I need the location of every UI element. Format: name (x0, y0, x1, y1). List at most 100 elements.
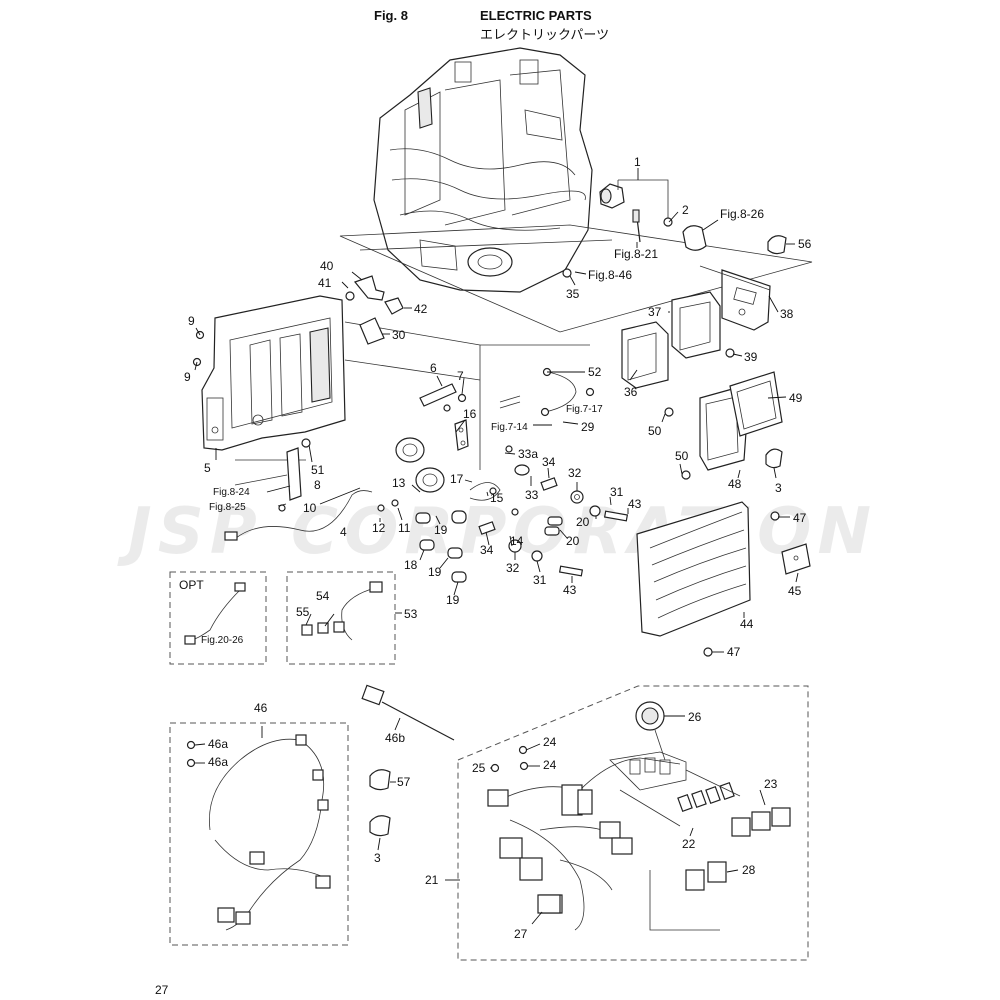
callout-22: 22 (682, 837, 696, 851)
callout-24a: 24 (543, 735, 557, 749)
part-3-clip-lower (369, 815, 391, 837)
callout-43a: 43 (628, 497, 642, 511)
part-40-bracket (351, 271, 385, 301)
opt-group-box (169, 571, 267, 665)
part-47-screw-lower (703, 647, 713, 657)
callout-34b: 34 (480, 543, 494, 557)
callout-35: 35 (566, 287, 580, 301)
callout-21: 21 (425, 873, 439, 887)
callout-18: 18 (404, 558, 418, 572)
part-56-clip (767, 235, 795, 255)
callout-40: 40 (320, 259, 334, 273)
callout-11: 11 (398, 521, 411, 535)
callout-1: 1 (634, 155, 641, 169)
part-15-wire (469, 482, 501, 501)
callout-26: 26 (688, 710, 702, 724)
callout-53: 53 (404, 607, 418, 621)
callout-9b: 9 (184, 370, 191, 384)
part-23-relays (731, 807, 791, 837)
part-46b-cable-tie (361, 684, 455, 741)
part-26-buzzer (635, 701, 666, 761)
callout-47a: 47 (793, 511, 807, 525)
callout-19a: 19 (434, 523, 448, 537)
part-53-group-box (286, 571, 396, 665)
callout-45: 45 (788, 584, 802, 598)
callout-48: 48 (728, 477, 742, 491)
callout-28: 28 (742, 863, 756, 877)
callout-46a-1: 46a (208, 737, 228, 751)
callout-37: 37 (648, 305, 662, 319)
callout-6: 6 (430, 361, 437, 375)
callout-31b: 31 (533, 573, 547, 587)
callout-31a: 31 (610, 485, 624, 499)
callout-33a: 33a (518, 447, 538, 461)
part-50-screw-lower (681, 470, 691, 480)
callout-2: 2 (682, 203, 689, 217)
part-27-connector (537, 894, 561, 914)
callout-27: 27 (514, 927, 528, 941)
callout-33: 33 (525, 488, 539, 502)
part-39-screw (725, 348, 735, 358)
part-49-gasket-frame (729, 371, 783, 437)
part-44-cover (636, 501, 751, 637)
part-6-plate (419, 383, 457, 407)
callout-57: 57 (397, 775, 411, 789)
fig-ref-8-46: Fig.8-46 (588, 268, 632, 282)
fig-ref-7-17: Fig.7-17 (566, 404, 603, 415)
mounting-plane-outline (339, 224, 813, 333)
callout-54: 54 (316, 589, 330, 603)
part-3-clip-upper (765, 448, 783, 469)
callout-15: 15 (490, 491, 504, 505)
figure-subtitle-japanese: エレクトリックパーツ (480, 28, 610, 43)
callout-50a: 50 (648, 424, 662, 438)
callout-34a: 34 (542, 455, 556, 469)
callout-20b: 20 (566, 534, 580, 548)
leader-lines (194, 211, 799, 925)
callout-36: 36 (624, 385, 638, 399)
part-2-screw (663, 217, 673, 227)
callout-3a: 3 (775, 481, 782, 495)
callout-25: 25 (472, 761, 486, 775)
callout-55: 55 (296, 605, 310, 619)
callout-10: 10 (303, 501, 317, 515)
part-7-screw (457, 393, 467, 403)
callout-46a-2: 46a (208, 755, 228, 769)
part-52-lead-wire (499, 367, 595, 417)
callout-46: 46 (254, 701, 268, 715)
callout-8: 8 (314, 478, 321, 492)
callout-4: 4 (340, 525, 347, 539)
fig-ref-8-24: Fig.8-24 (213, 487, 250, 498)
callout-19b: 19 (428, 565, 442, 579)
callout-46b: 46b (385, 731, 405, 745)
part-57-clip (369, 769, 391, 791)
callout-56: 56 (798, 237, 812, 251)
fig-ref-7-14: Fig.7-14 (491, 422, 528, 433)
opt-label: OPT (179, 578, 204, 592)
part-8-plate (286, 447, 302, 501)
callout-labels: 1 2 56 35 40 41 42 30 37 38 39 36 49 50 … (179, 155, 812, 941)
part-38-bracket (721, 269, 771, 331)
callout-43b: 43 (563, 583, 577, 597)
callout-50b: 50 (675, 449, 689, 463)
callout-9a: 9 (188, 314, 195, 328)
callout-32b: 32 (506, 561, 520, 575)
fig-ref-8-26: Fig.8-26 (720, 207, 764, 221)
fig-ref-8-25: Fig.8-25 (209, 502, 246, 513)
part-46-wire-harness (186, 734, 331, 931)
callout-13: 13 (392, 476, 406, 490)
cap-fig-8-26 (682, 219, 719, 251)
callout-51: 51 (311, 463, 325, 477)
callout-5: 5 (204, 461, 211, 475)
part-45-label-plate (781, 543, 811, 575)
callout-42: 42 (414, 302, 428, 316)
part-46-group-box (169, 722, 349, 946)
callout-41: 41 (318, 276, 332, 290)
figure-number: Fig. 8 (374, 8, 408, 23)
callout-44: 44 (740, 617, 754, 631)
part-42-grommet (384, 297, 404, 315)
part-28-relays (685, 861, 727, 891)
callout-23: 23 (764, 777, 778, 791)
callout-3b: 3 (374, 851, 381, 865)
